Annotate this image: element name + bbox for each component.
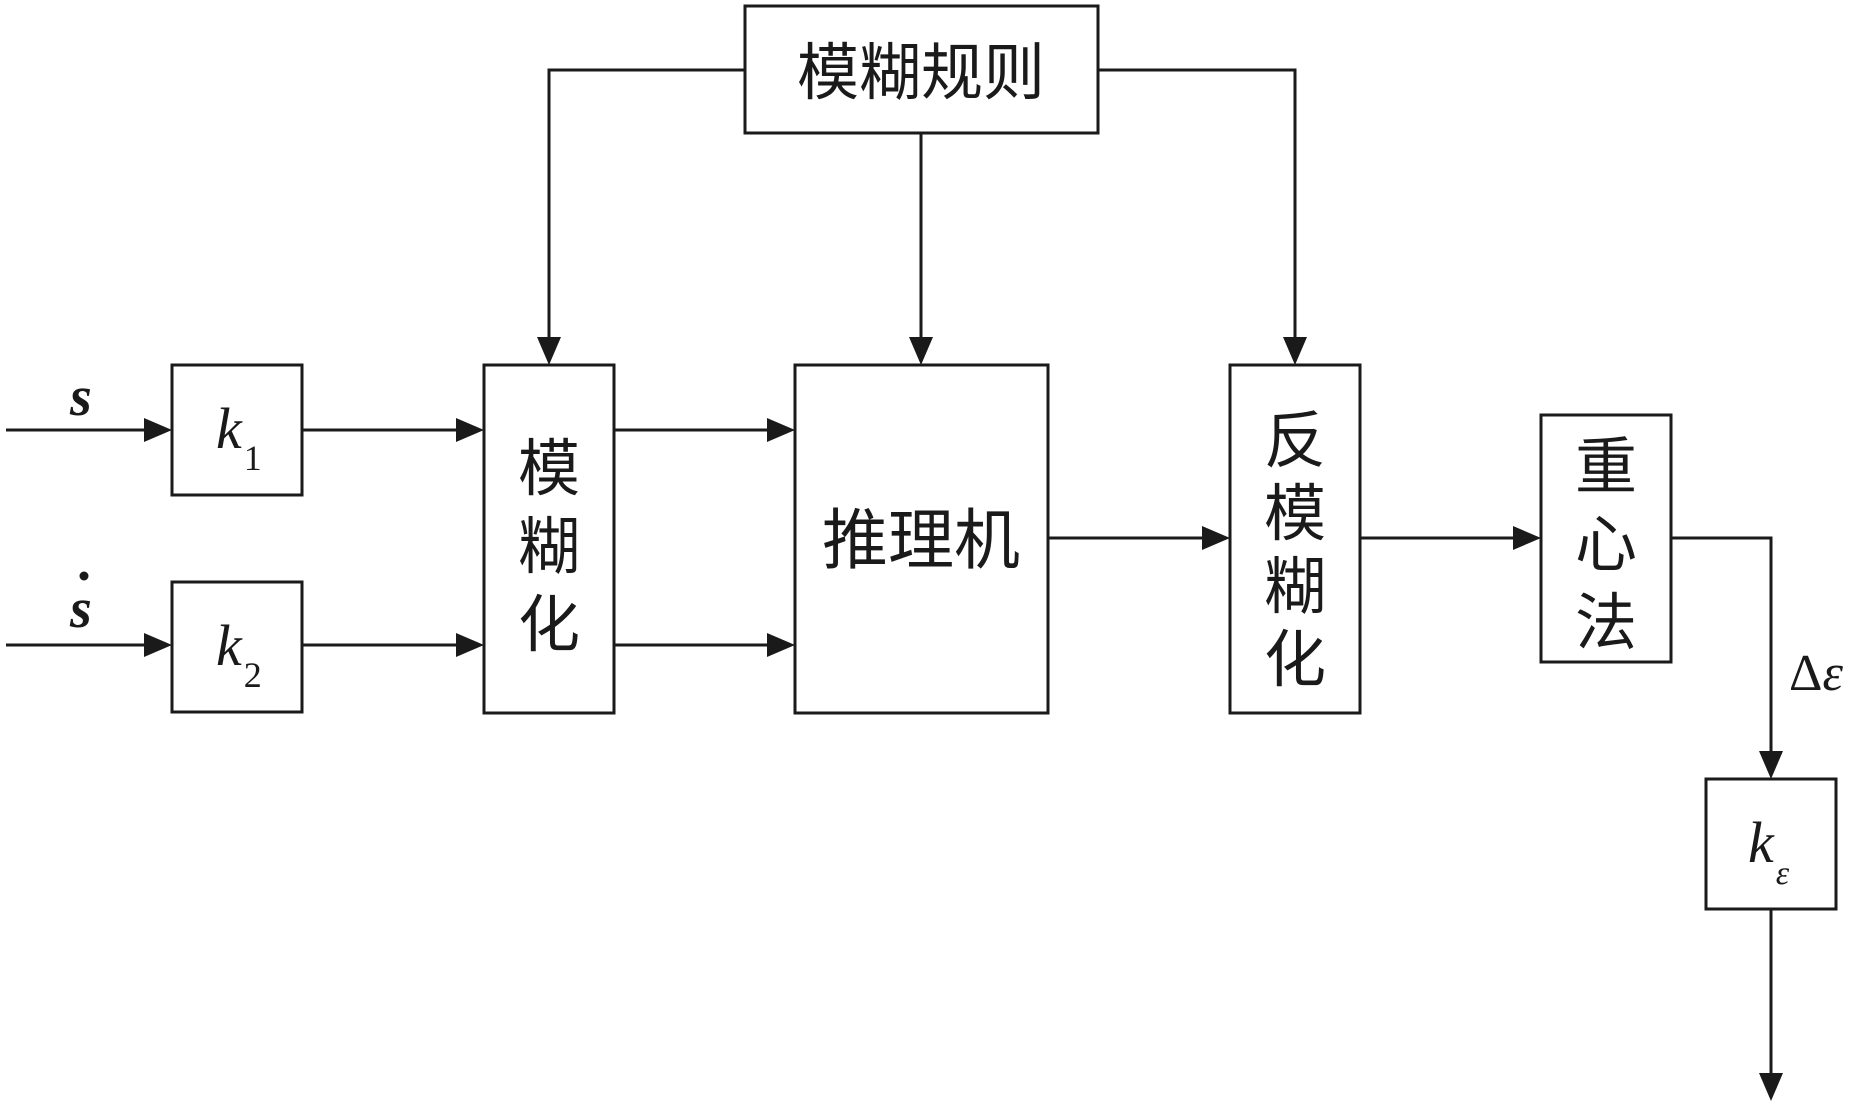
centroid-method-char-3: 法 — [1575, 586, 1637, 659]
svg-text:k2: k2 — [216, 613, 262, 695]
output-delta-epsilon-label: Δε — [1789, 645, 1843, 702]
arrow-fuzzification-to-inference-top-icon — [767, 418, 795, 442]
gain-keps-subscript: ε — [1776, 855, 1790, 892]
fuzzy-rules-label: 模糊规则 — [797, 36, 1045, 109]
input-s-dot-text: s — [69, 578, 92, 640]
svg-text:k1: k1 — [216, 396, 262, 478]
centroid-method-block: 重 心 法 — [1539, 413, 1673, 664]
wire-centroid-to-keps — [1671, 536, 1773, 755]
input-s-label: s — [69, 366, 92, 428]
arrow-k2-to-fuzzification-icon — [456, 633, 484, 657]
gain-k1-subscript: 1 — [244, 438, 262, 478]
defuzzification-char-1: 反 — [1264, 404, 1326, 477]
arrow-defuzzification-to-centroid-icon — [1513, 526, 1541, 550]
gain-k2-subscript: 2 — [244, 655, 262, 695]
gain-k1-base: k — [216, 396, 243, 461]
defuzzification-char-4: 化 — [1264, 623, 1326, 696]
fuzzy-rules-block: 模糊规则 — [743, 4, 1100, 135]
centroid-method-char-2: 心 — [1575, 508, 1637, 581]
connectors — [6, 68, 1783, 1101]
gain-keps-block: kε — [1704, 777, 1838, 911]
svg-text:kε: kε — [1748, 810, 1790, 892]
delta-symbol: Δ — [1789, 645, 1822, 702]
wire-rules-to-fuzzification — [547, 68, 745, 341]
gain-keps-base: k — [1748, 810, 1775, 875]
arrow-rules-to-fuzzification-icon — [537, 337, 561, 365]
inference-engine-label: 推理机 — [822, 502, 1020, 579]
arrow-rules-to-defuzzification-icon — [1283, 337, 1307, 365]
defuzzification-char-3: 糊 — [1264, 550, 1326, 623]
arrow-fuzzification-to-inference-bottom-icon — [767, 633, 795, 657]
derivative-dot-icon — [79, 571, 89, 581]
wire-rules-to-defuzzification — [1098, 68, 1297, 341]
input-s-dot-label: s — [69, 571, 92, 640]
arrow-s-to-k1-icon — [144, 418, 172, 442]
inference-engine-block: 推理机 — [793, 363, 1050, 715]
arrow-inference-to-defuzzification-icon — [1202, 526, 1230, 550]
fuzzification-char-1: 模 — [518, 432, 580, 505]
fuzzification-char-3: 化 — [518, 588, 580, 661]
defuzzification-char-2: 模 — [1264, 477, 1326, 550]
arrow-rules-to-inference-icon — [909, 337, 933, 365]
epsilon-symbol: ε — [1822, 645, 1843, 702]
defuzzification-block: 反 模 糊 化 — [1228, 363, 1362, 715]
gain-k2-base: k — [216, 613, 243, 678]
gain-k1-block: k1 — [170, 363, 304, 497]
fuzzification-block: 模 糊 化 — [482, 363, 616, 715]
fuzzification-char-2: 糊 — [518, 510, 580, 583]
arrow-sdot-to-k2-icon — [144, 633, 172, 657]
arrow-keps-to-output-icon — [1759, 1073, 1783, 1101]
arrow-centroid-to-keps-icon — [1759, 751, 1783, 779]
centroid-method-char-1: 重 — [1575, 430, 1637, 503]
gain-k2-block: k2 — [170, 580, 304, 714]
arrow-k1-to-fuzzification-icon — [456, 418, 484, 442]
